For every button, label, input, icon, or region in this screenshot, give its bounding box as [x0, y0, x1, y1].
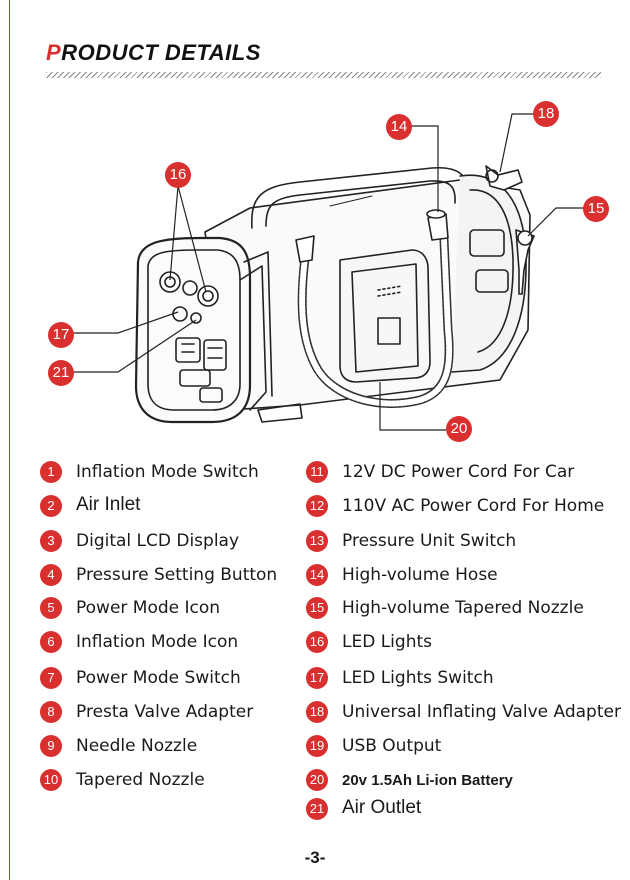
title-underline — [46, 72, 601, 78]
item-number-badge: 2 — [40, 495, 62, 517]
item-number-badge: 12 — [306, 495, 328, 517]
item-label: Universal Inflating Valve Adapter — [342, 702, 621, 722]
item-label: High-volume Tapered Nozzle — [342, 598, 584, 618]
item-number-badge: 16 — [306, 631, 328, 653]
item-number-badge: 15 — [306, 597, 328, 619]
item-number-badge: 7 — [40, 667, 62, 689]
item-number-badge: 11 — [306, 461, 328, 483]
item-number-badge: 6 — [40, 631, 62, 653]
callout-20: 20 — [446, 416, 472, 442]
callout-15: 15 — [583, 196, 609, 222]
page-title: PRODUCT DETAILS — [46, 40, 261, 66]
item-label: Pressure Setting Button — [76, 565, 278, 585]
item-number-badge: 9 — [40, 735, 62, 757]
item-label: Tapered Nozzle — [76, 770, 205, 790]
title-rest: RODUCT DETAILS — [61, 40, 261, 65]
item-number-badge: 10 — [40, 769, 62, 791]
item-number-badge: 18 — [306, 701, 328, 723]
item-number-badge: 5 — [40, 597, 62, 619]
item-number-badge: 3 — [40, 530, 62, 552]
item-label: Needle Nozzle — [76, 736, 198, 756]
item-label: Power Mode Icon — [76, 598, 221, 618]
item-label: LED Lights Switch — [342, 668, 494, 688]
item-label: 20v 1.5Ah Li-ion Battery — [342, 772, 513, 789]
item-number-badge: 20 — [306, 769, 328, 791]
item-label: 12V DC Power Cord For Car — [342, 462, 575, 482]
item-label: Inflation Mode Switch — [76, 462, 259, 482]
item-number-badge: 21 — [306, 798, 328, 820]
page-number: -3- — [304, 848, 326, 867]
item-label: Power Mode Switch — [76, 668, 241, 688]
callout-17: 17 — [48, 322, 74, 348]
item-label: Inflation Mode Icon — [76, 632, 239, 652]
item-number-badge: 8 — [40, 701, 62, 723]
item-label: Pressure Unit Switch — [342, 531, 517, 551]
item-number-badge: 4 — [40, 564, 62, 586]
item-number-badge: 13 — [306, 530, 328, 552]
item-label: Digital LCD Display — [76, 531, 240, 551]
item-number-badge: 14 — [306, 564, 328, 586]
item-label: 110V AC Power Cord For Home — [342, 496, 605, 516]
item-label: Presta Valve Adapter — [76, 702, 254, 722]
item-label: High-volume Hose — [342, 565, 498, 585]
page-edge-line — [9, 0, 10, 880]
item-number-badge: 17 — [306, 667, 328, 689]
item-number-badge: 1 — [40, 461, 62, 483]
item-label: Air Outlet — [342, 797, 422, 818]
callout-14: 14 — [386, 114, 412, 140]
product-illustration — [72, 113, 584, 431]
item-label: USB Output — [342, 736, 442, 756]
callout-18: 18 — [533, 101, 559, 127]
item-label: LED Lights — [342, 632, 432, 652]
callout-21: 21 — [48, 360, 74, 386]
item-number-badge: 19 — [306, 735, 328, 757]
title-first-letter: P — [46, 40, 62, 65]
callout-16: 16 — [165, 162, 191, 188]
item-label: Air Inlet — [76, 494, 141, 515]
